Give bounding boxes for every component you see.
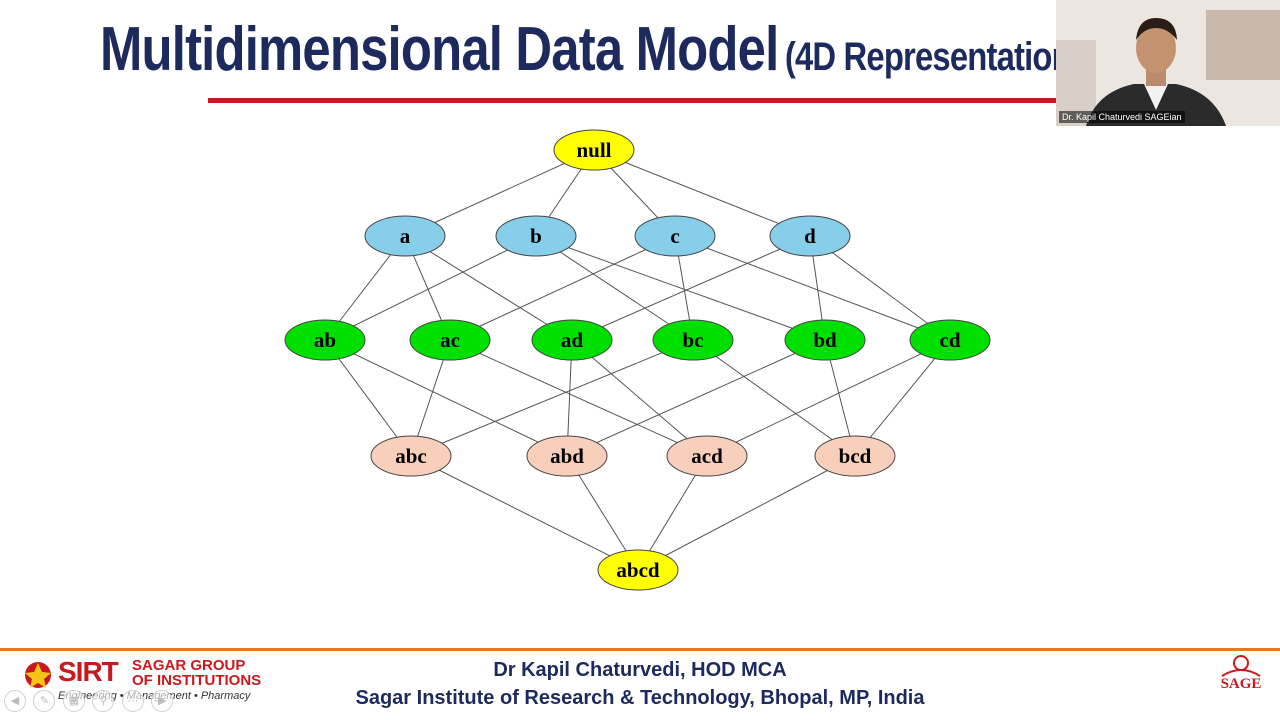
node-bcd: bcd (814, 435, 896, 477)
webcam-video[interactable]: Dr. Kapil Chaturvedi SAGEian (1056, 0, 1280, 126)
slide-title: Multidimensional Data Model (4D Represen… (100, 14, 1088, 85)
sirt-group-name: SAGAR GROUP OF INSTITUTIONS (132, 658, 261, 688)
pointer-tool-icon[interactable]: ✎ (33, 690, 56, 712)
edge-null-d (593, 149, 811, 237)
node-cd: cd (909, 319, 991, 361)
slide-navigation: ◀ ✎ ▦ ⚲ ⋯ ▶ (4, 690, 176, 712)
node-ad: ad (531, 319, 613, 361)
node-null-ellipse (553, 129, 635, 171)
node-null-label: null (576, 138, 611, 162)
node-abd: abd (526, 435, 608, 477)
sirt-emblem (25, 662, 51, 688)
edge-b-bd (535, 235, 826, 341)
title-underline (208, 98, 1056, 103)
node-acd: acd (666, 435, 748, 477)
edge-ab-abc (324, 339, 412, 457)
lattice-edges (324, 149, 951, 571)
slide-title-main: Multidimensional Data Model (100, 15, 779, 84)
node-bd-label: bd (813, 328, 837, 352)
node-ad-label: ad (561, 328, 584, 352)
edge-ab-abd (324, 339, 568, 457)
node-c-ellipse (634, 215, 716, 257)
edge-ad-acd (571, 339, 708, 457)
edge-bc-bcd (692, 339, 856, 457)
sirt-group-line2: OF INSTITUTIONS (132, 672, 262, 689)
node-ab: ab (284, 319, 366, 361)
node-c-label: c (670, 224, 679, 248)
node-ad-ellipse (531, 319, 613, 361)
slide-title-sub: (4D Representation (784, 35, 1072, 79)
node-abc-label: abc (395, 444, 427, 468)
node-bc-ellipse (652, 319, 734, 361)
institute-line: Sagar Institute of Research & Technology… (355, 687, 925, 709)
more-options-icon[interactable]: ⋯ (121, 690, 144, 712)
node-cd-label: cd (940, 328, 961, 352)
participant-name: Dr. Kapil Chaturvedi SAGEian (1059, 111, 1185, 123)
node-b-ellipse (495, 215, 577, 257)
node-d-label: d (804, 224, 816, 248)
slides-grid-icon[interactable]: ▦ (62, 690, 85, 712)
node-ac: ac (409, 319, 491, 361)
node-bc: bc (652, 319, 734, 361)
node-bd: bd (784, 319, 866, 361)
node-abcd-ellipse (597, 549, 679, 591)
edge-b-ab (324, 235, 537, 341)
edge-cd-bcd (854, 339, 951, 457)
node-bcd-ellipse (814, 435, 896, 477)
node-c: c (634, 215, 716, 257)
node-abd-ellipse (526, 435, 608, 477)
edge-cd-acd (706, 339, 951, 457)
node-acd-label: acd (691, 444, 723, 468)
node-abc-ellipse (370, 435, 452, 477)
node-abcd: abcd (597, 549, 679, 591)
node-ab-ellipse (284, 319, 366, 361)
node-d: d (769, 215, 851, 257)
node-abcd-label: abcd (616, 558, 660, 582)
edge-ac-acd (449, 339, 708, 457)
node-a: a (364, 215, 446, 257)
node-a-ellipse (364, 215, 446, 257)
presenter-video-image (1056, 0, 1280, 126)
node-a-label: a (400, 224, 411, 248)
node-abc: abc (370, 435, 452, 477)
edge-c-cd (674, 235, 951, 341)
sirt-logo-text: SIRT (58, 656, 119, 687)
zoom-icon[interactable]: ⚲ (92, 690, 115, 712)
edge-null-a (404, 149, 595, 237)
edge-b-bc (535, 235, 694, 341)
presenter-line: Dr Kapil Chaturvedi, HOD MCA (493, 659, 787, 681)
edge-c-ac (449, 235, 676, 341)
node-b: b (495, 215, 577, 257)
edge-bcd-abcd (637, 455, 856, 571)
node-bd-ellipse (784, 319, 866, 361)
edge-bc-abc (410, 339, 694, 457)
edge-bd-abd (566, 339, 826, 457)
node-abd-label: abd (550, 444, 584, 468)
node-ab-label: ab (314, 328, 336, 352)
footer-divider (0, 648, 1280, 651)
sirt-group-line1: SAGAR GROUP (132, 657, 246, 674)
edge-d-ad (571, 235, 811, 341)
next-slide-icon[interactable]: ▶ (151, 690, 174, 712)
edge-abc-abcd (410, 455, 639, 571)
edge-a-ad (404, 235, 573, 341)
node-ac-label: ac (440, 328, 460, 352)
node-bc-label: bc (683, 328, 704, 352)
node-acd-ellipse (666, 435, 748, 477)
node-d-ellipse (769, 215, 851, 257)
node-b-label: b (530, 224, 542, 248)
sage-emblem (1221, 655, 1261, 677)
node-cd-ellipse (909, 319, 991, 361)
node-null: null (553, 129, 635, 171)
previous-slide-icon[interactable]: ◀ (4, 690, 26, 712)
node-ac-ellipse (409, 319, 491, 361)
node-bcd-label: bcd (839, 444, 872, 468)
sage-logo-text: SAGE (1220, 676, 1262, 692)
edge-d-cd (809, 235, 951, 341)
